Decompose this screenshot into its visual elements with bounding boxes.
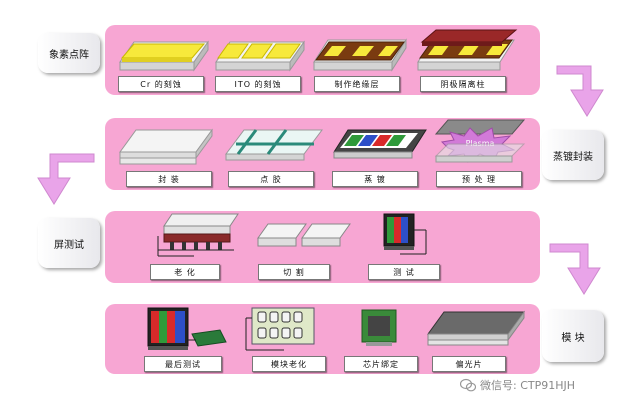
step-encapsulation-label: 封 装	[126, 171, 212, 187]
flow-arrow-2-icon	[37, 153, 95, 205]
step-cathode-separator-label: 阴极隔离柱	[420, 76, 506, 92]
cr-etch-illustration	[119, 40, 209, 72]
module-aging-illustration	[245, 307, 315, 351]
polarizer-illustration	[427, 310, 525, 346]
dispensing-illustration	[225, 129, 323, 161]
cathode-separator-illustration	[417, 29, 518, 71]
step-evaporation-label: 蒸 镀	[332, 171, 418, 187]
watermark-text: 微信号: CTP91HJH	[480, 379, 576, 392]
step-aging-label: 老 化	[150, 264, 220, 280]
pretreatment-illustration: Plasma	[434, 119, 526, 163]
cutting-illustration	[257, 223, 351, 247]
step-cutting-label: 切 割	[258, 264, 330, 280]
ito-etch-illustration	[215, 40, 305, 72]
evaporation-illustration	[333, 129, 427, 159]
final-test-illustration	[147, 307, 227, 350]
flow-arrow-1-icon	[556, 65, 604, 117]
step-chip-bonding-label: 芯片绑定	[344, 356, 418, 372]
test-illustration	[383, 213, 427, 255]
encapsulation-illustration	[119, 128, 213, 165]
wechat-icon	[460, 378, 476, 392]
step-final-test-label: 最后测试	[144, 356, 222, 372]
step-cr-etch-label: Cr 的刻蚀	[118, 76, 204, 92]
step-dispensing-label: 点 胶	[228, 171, 314, 187]
aging-illustration	[157, 213, 239, 257]
watermark: 微信号: CTP91HJH	[460, 377, 575, 393]
step-insulation-label: 制作绝缘层	[314, 76, 400, 92]
step-module-aging-label: 模块老化	[252, 356, 326, 372]
step-pretreatment-label: 预 处 理	[436, 171, 522, 187]
flow-arrow-3-icon	[549, 243, 601, 295]
insulation-layer-illustration	[313, 38, 407, 72]
stage-label-module: 模 块	[542, 310, 604, 362]
step-polarizer-label: 偏光片	[432, 356, 506, 372]
stage-label-evaporation-packaging: 蒸镀封装	[542, 130, 604, 180]
stage-label-pixel-matrix: 象素点阵	[38, 33, 100, 73]
step-ito-etch-label: ITO 的刻蚀	[215, 76, 301, 92]
chip-bonding-illustration	[361, 309, 397, 346]
step-test-label: 测 试	[368, 264, 440, 280]
stage-label-screen-test: 屏测试	[38, 218, 100, 268]
